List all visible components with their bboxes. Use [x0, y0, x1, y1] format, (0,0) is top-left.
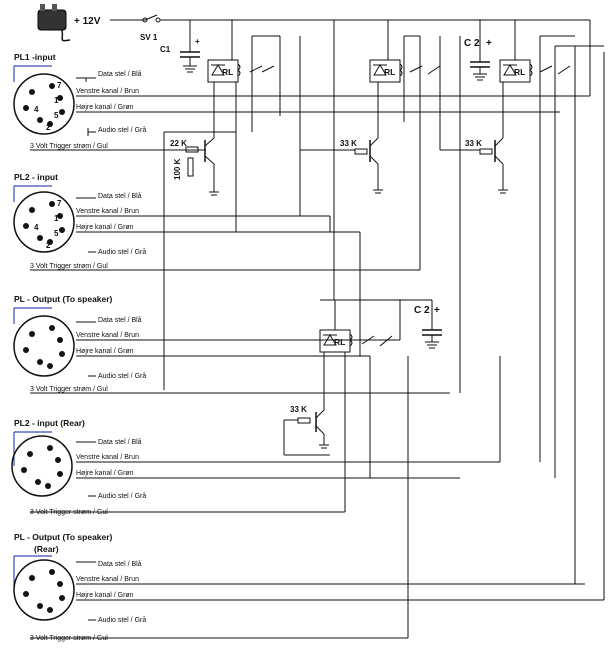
svg-text:+: +	[195, 37, 200, 46]
resistor-33k-label-1: 33 K	[340, 139, 357, 148]
connector-output: PL - Output (To speaker) Data stel / Blå…	[13, 294, 450, 394]
svg-text:7: 7	[57, 81, 62, 90]
svg-text:3 Volt Trigger strøm / Gul: 3 Volt Trigger strøm / Gul	[30, 263, 108, 270]
svg-text:Audio stel / Grå: Audio stel / Grå	[98, 492, 146, 500]
svg-text:Højre kanal / Grøn: Højre kanal / Grøn	[76, 348, 134, 355]
svg-text:RL: RL	[334, 337, 345, 347]
resistor-22k-label: 22 K	[170, 139, 187, 148]
relay-4: RL	[319, 300, 393, 353]
capacitor-c1: +	[180, 20, 200, 73]
transistor-2	[354, 82, 383, 194]
transistor-3	[479, 82, 508, 194]
svg-text:1: 1	[54, 214, 59, 223]
svg-text:Audio stel / Grå: Audio stel / Grå	[98, 248, 146, 256]
svg-text:Data stel / Blå: Data stel / Blå	[98, 560, 142, 568]
svg-text:Venstre kanal / Brun: Venstre kanal / Brun	[76, 208, 139, 215]
svg-text:C 2: C 2	[464, 38, 480, 49]
svg-text:Venstre kanal / Brun: Venstre kanal / Brun	[76, 576, 139, 583]
power-adapter-icon	[37, 4, 71, 42]
connector-pl2-rear: PL2 - input (Rear) Data stel / Blå Venst…	[11, 418, 500, 516]
connector-title: PL1 -input	[14, 52, 56, 62]
svg-text:2: 2	[46, 123, 51, 132]
resistor-100k-label: 100 K	[173, 158, 182, 180]
svg-text:RL: RL	[222, 67, 233, 77]
sv1-label: SV 1	[140, 33, 158, 42]
connector-pl2: PL2 - input 7 1 4 5 2 Data stel / Blå Ve…	[13, 172, 420, 271]
svg-text:2: 2	[46, 241, 51, 250]
svg-text:Data stel / Blå: Data stel / Blå	[98, 438, 142, 446]
svg-text:4: 4	[34, 223, 39, 232]
resistor-33k-label-3: 33 K	[290, 405, 307, 414]
svg-text:5: 5	[54, 111, 59, 120]
svg-text:Højre kanal / Grøn: Højre kanal / Grøn	[76, 470, 134, 477]
svg-text:Venstre kanal / Brun: Venstre kanal / Brun	[76, 88, 139, 95]
svg-text:Højre kanal / Grøn: Højre kanal / Grøn	[76, 592, 134, 599]
svg-text:+: +	[486, 38, 492, 49]
relay-3: RL	[499, 20, 571, 83]
svg-text:5: 5	[54, 229, 59, 238]
capacitor-c2-top: C 2 +	[464, 20, 492, 81]
relay-2: RL	[369, 20, 441, 83]
svg-text:Højre kanal / Grøn: Højre kanal / Grøn	[76, 224, 134, 231]
svg-text:Data stel / Blå: Data stel / Blå	[98, 316, 142, 324]
svg-text:Venstre kanal / Brun: Venstre kanal / Brun	[76, 332, 139, 339]
svg-text:3 Volt Trigger strøm / Gul: 3 Volt Trigger strøm / Gul	[30, 143, 108, 150]
connector-title: PL - Output (To speaker)	[14, 294, 113, 304]
transistor-4	[283, 352, 330, 456]
svg-text:3 Volt Trigger strøm / Gul: 3 Volt Trigger strøm / Gul	[30, 635, 108, 642]
resistor-33k-label-2: 33 K	[465, 139, 482, 148]
svg-text:Audio stel / Grå: Audio stel / Grå	[98, 126, 146, 134]
svg-text:Data stel / Blå: Data stel / Blå	[98, 70, 142, 78]
svg-text:3 Volt Trigger strøm / Gul: 3 Volt Trigger strøm / Gul	[30, 386, 108, 393]
svg-text:3 Volt Trigger strøm / Gul: 3 Volt Trigger strøm / Gul	[30, 509, 108, 516]
svg-text:7: 7	[57, 199, 62, 208]
connector-title: PL2 - input (Rear)	[14, 418, 85, 428]
svg-text:Højre kanal / Grøn: Højre kanal / Grøn	[76, 104, 134, 111]
sv1-switch	[142, 14, 161, 23]
svg-text:+: +	[434, 305, 440, 316]
svg-text:1: 1	[54, 96, 59, 105]
connector-subtitle: (Rear)	[34, 544, 59, 554]
svg-text:RL: RL	[514, 67, 525, 77]
power-label: + 12V	[74, 16, 101, 27]
svg-text:C 2: C 2	[414, 305, 430, 316]
connector-title: PL - Output (To speaker)	[14, 532, 113, 542]
vertical-wires	[163, 20, 605, 638]
svg-text:Data stel / Blå: Data stel / Blå	[98, 192, 142, 200]
connector-pl1: PL1 -input 7 1 4 5 2 Data stel / Blå Ven…	[13, 52, 590, 151]
connector-output-rear: PL - Output (To speaker) (Rear) Data ste…	[13, 532, 604, 642]
relay-1: RL	[207, 20, 275, 83]
svg-text:Venstre kanal / Brun: Venstre kanal / Brun	[76, 454, 139, 461]
transistor-1	[185, 82, 219, 196]
svg-text:4: 4	[34, 105, 39, 114]
svg-text:Audio stel / Grå: Audio stel / Grå	[98, 616, 146, 624]
connector-title: PL2 - input	[14, 172, 58, 182]
capacitor-c2-mid: C 2 +	[414, 300, 442, 349]
svg-text:RL: RL	[384, 67, 395, 77]
svg-text:Audio stel / Grå: Audio stel / Grå	[98, 372, 146, 380]
c1-label: C1	[160, 45, 171, 54]
